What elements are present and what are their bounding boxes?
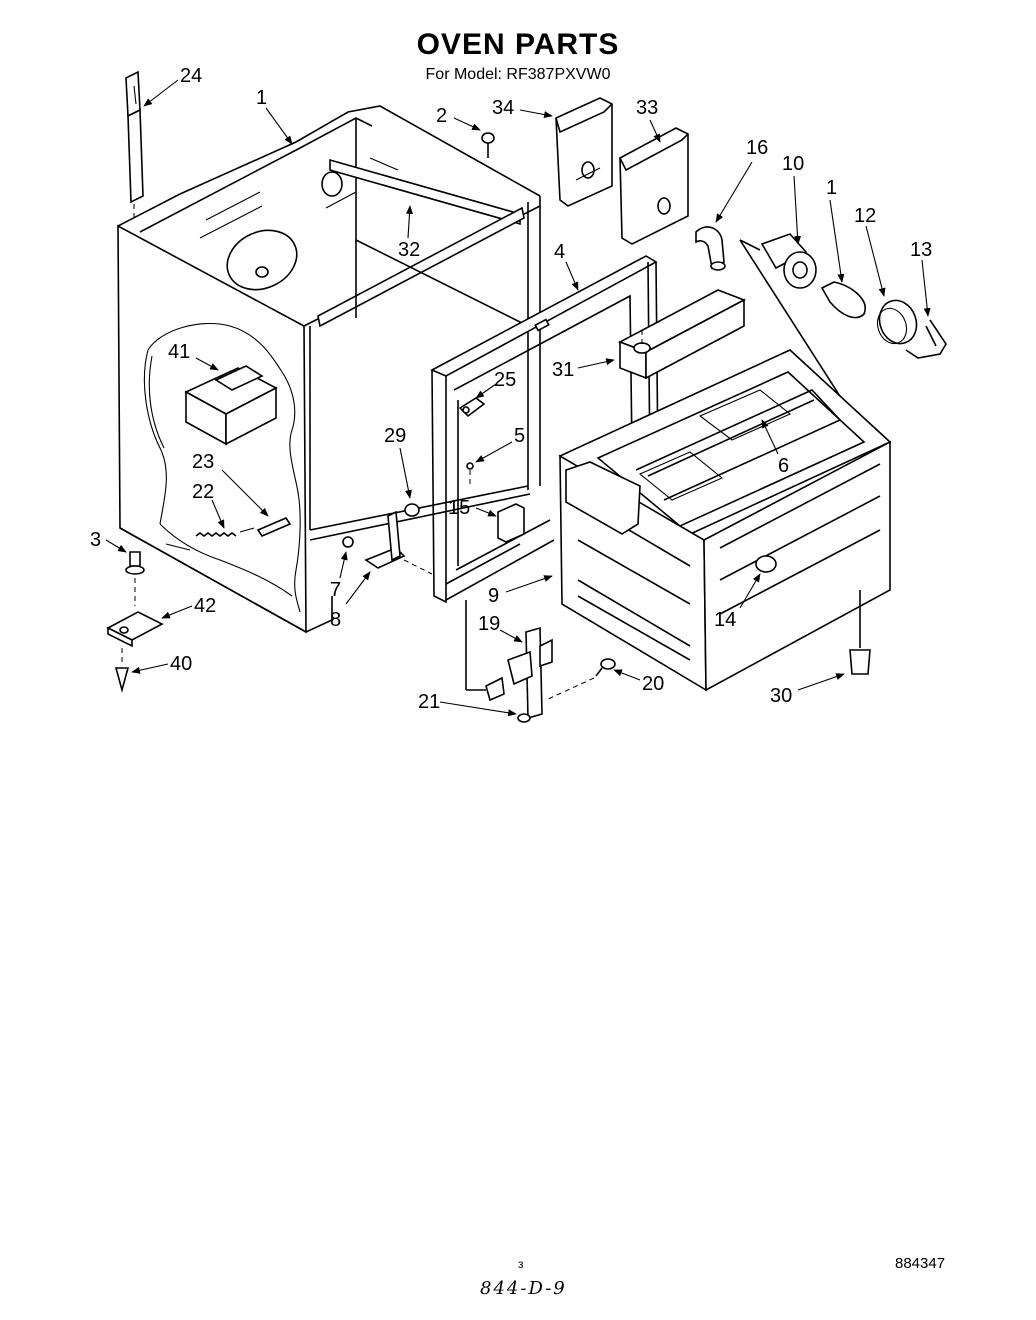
callout-33: 33 bbox=[636, 97, 658, 119]
part-1-oven-cabinet bbox=[117, 105, 541, 634]
callout-42: 42 bbox=[194, 595, 216, 617]
callout-16: 16 bbox=[746, 137, 768, 159]
callout-7: 7 bbox=[330, 579, 341, 601]
part-7-nut bbox=[342, 536, 354, 548]
part-21-nut bbox=[517, 713, 531, 723]
callout-12: 12 bbox=[854, 205, 876, 227]
callout-30: 30 bbox=[770, 685, 792, 707]
part-2-screw bbox=[481, 132, 495, 158]
part-33-cover bbox=[619, 127, 689, 245]
callout-1-bulb: 1 bbox=[826, 177, 837, 199]
callout-13: 13 bbox=[910, 239, 932, 261]
callout-21: 21 bbox=[418, 691, 440, 713]
model-subtitle: For Model: RF387PXVW0 bbox=[425, 66, 611, 83]
part-9-oven-liner bbox=[558, 349, 892, 692]
part-8-bracket bbox=[364, 510, 433, 575]
part-5-screw bbox=[466, 462, 474, 486]
part-25-fitting bbox=[458, 397, 486, 418]
callout-6: 6 bbox=[778, 455, 789, 477]
callout-5: 5 bbox=[514, 425, 525, 447]
part-20-screw bbox=[545, 658, 616, 701]
callout-10: 10 bbox=[782, 153, 804, 175]
callout-32: 32 bbox=[398, 239, 420, 261]
leader-arrows bbox=[105, 79, 931, 717]
callout-29: 29 bbox=[384, 425, 406, 447]
part-15-clip bbox=[497, 503, 525, 543]
callout-20: 20 bbox=[642, 673, 664, 695]
part-41-box bbox=[184, 365, 278, 446]
callout-22: 22 bbox=[192, 481, 214, 503]
page-title: OVEN PARTS bbox=[416, 28, 620, 61]
callout-15: 15 bbox=[448, 497, 470, 519]
callout-labels: 24 1 2 34 33 16 10 1 12 13 32 4 41 31 25… bbox=[90, 65, 932, 713]
callout-31: 31 bbox=[552, 359, 574, 381]
callout-24: 24 bbox=[180, 65, 202, 87]
callout-23: 23 bbox=[192, 451, 214, 473]
handwritten-note: 844-D-9 bbox=[480, 1278, 567, 1299]
callout-14: 14 bbox=[714, 609, 736, 631]
callout-1-cabinet: 1 bbox=[256, 87, 267, 109]
callout-3: 3 bbox=[90, 529, 101, 551]
part-29-grommet bbox=[404, 503, 420, 517]
callout-25: 25 bbox=[494, 369, 516, 391]
part-31-burner-box bbox=[618, 289, 746, 380]
part-19-hinge bbox=[465, 600, 553, 720]
document-number: 884347 bbox=[895, 1255, 946, 1272]
callout-8: 8 bbox=[330, 609, 341, 631]
callout-4: 4 bbox=[554, 241, 565, 263]
part-3-42-40-hardware bbox=[106, 551, 164, 694]
light-assembly bbox=[739, 233, 947, 441]
part-16-elbow bbox=[695, 226, 726, 271]
callout-41: 41 bbox=[168, 341, 190, 363]
page-mark: з bbox=[518, 1257, 524, 1271]
callout-34: 34 bbox=[492, 97, 514, 119]
part-22-23-spring bbox=[165, 517, 292, 551]
callout-19: 19 bbox=[478, 613, 500, 635]
callout-9: 9 bbox=[488, 585, 499, 607]
callout-2: 2 bbox=[436, 105, 447, 127]
part-24-bracket bbox=[125, 70, 144, 222]
part-34-cover bbox=[555, 97, 613, 207]
callout-40: 40 bbox=[170, 653, 192, 675]
